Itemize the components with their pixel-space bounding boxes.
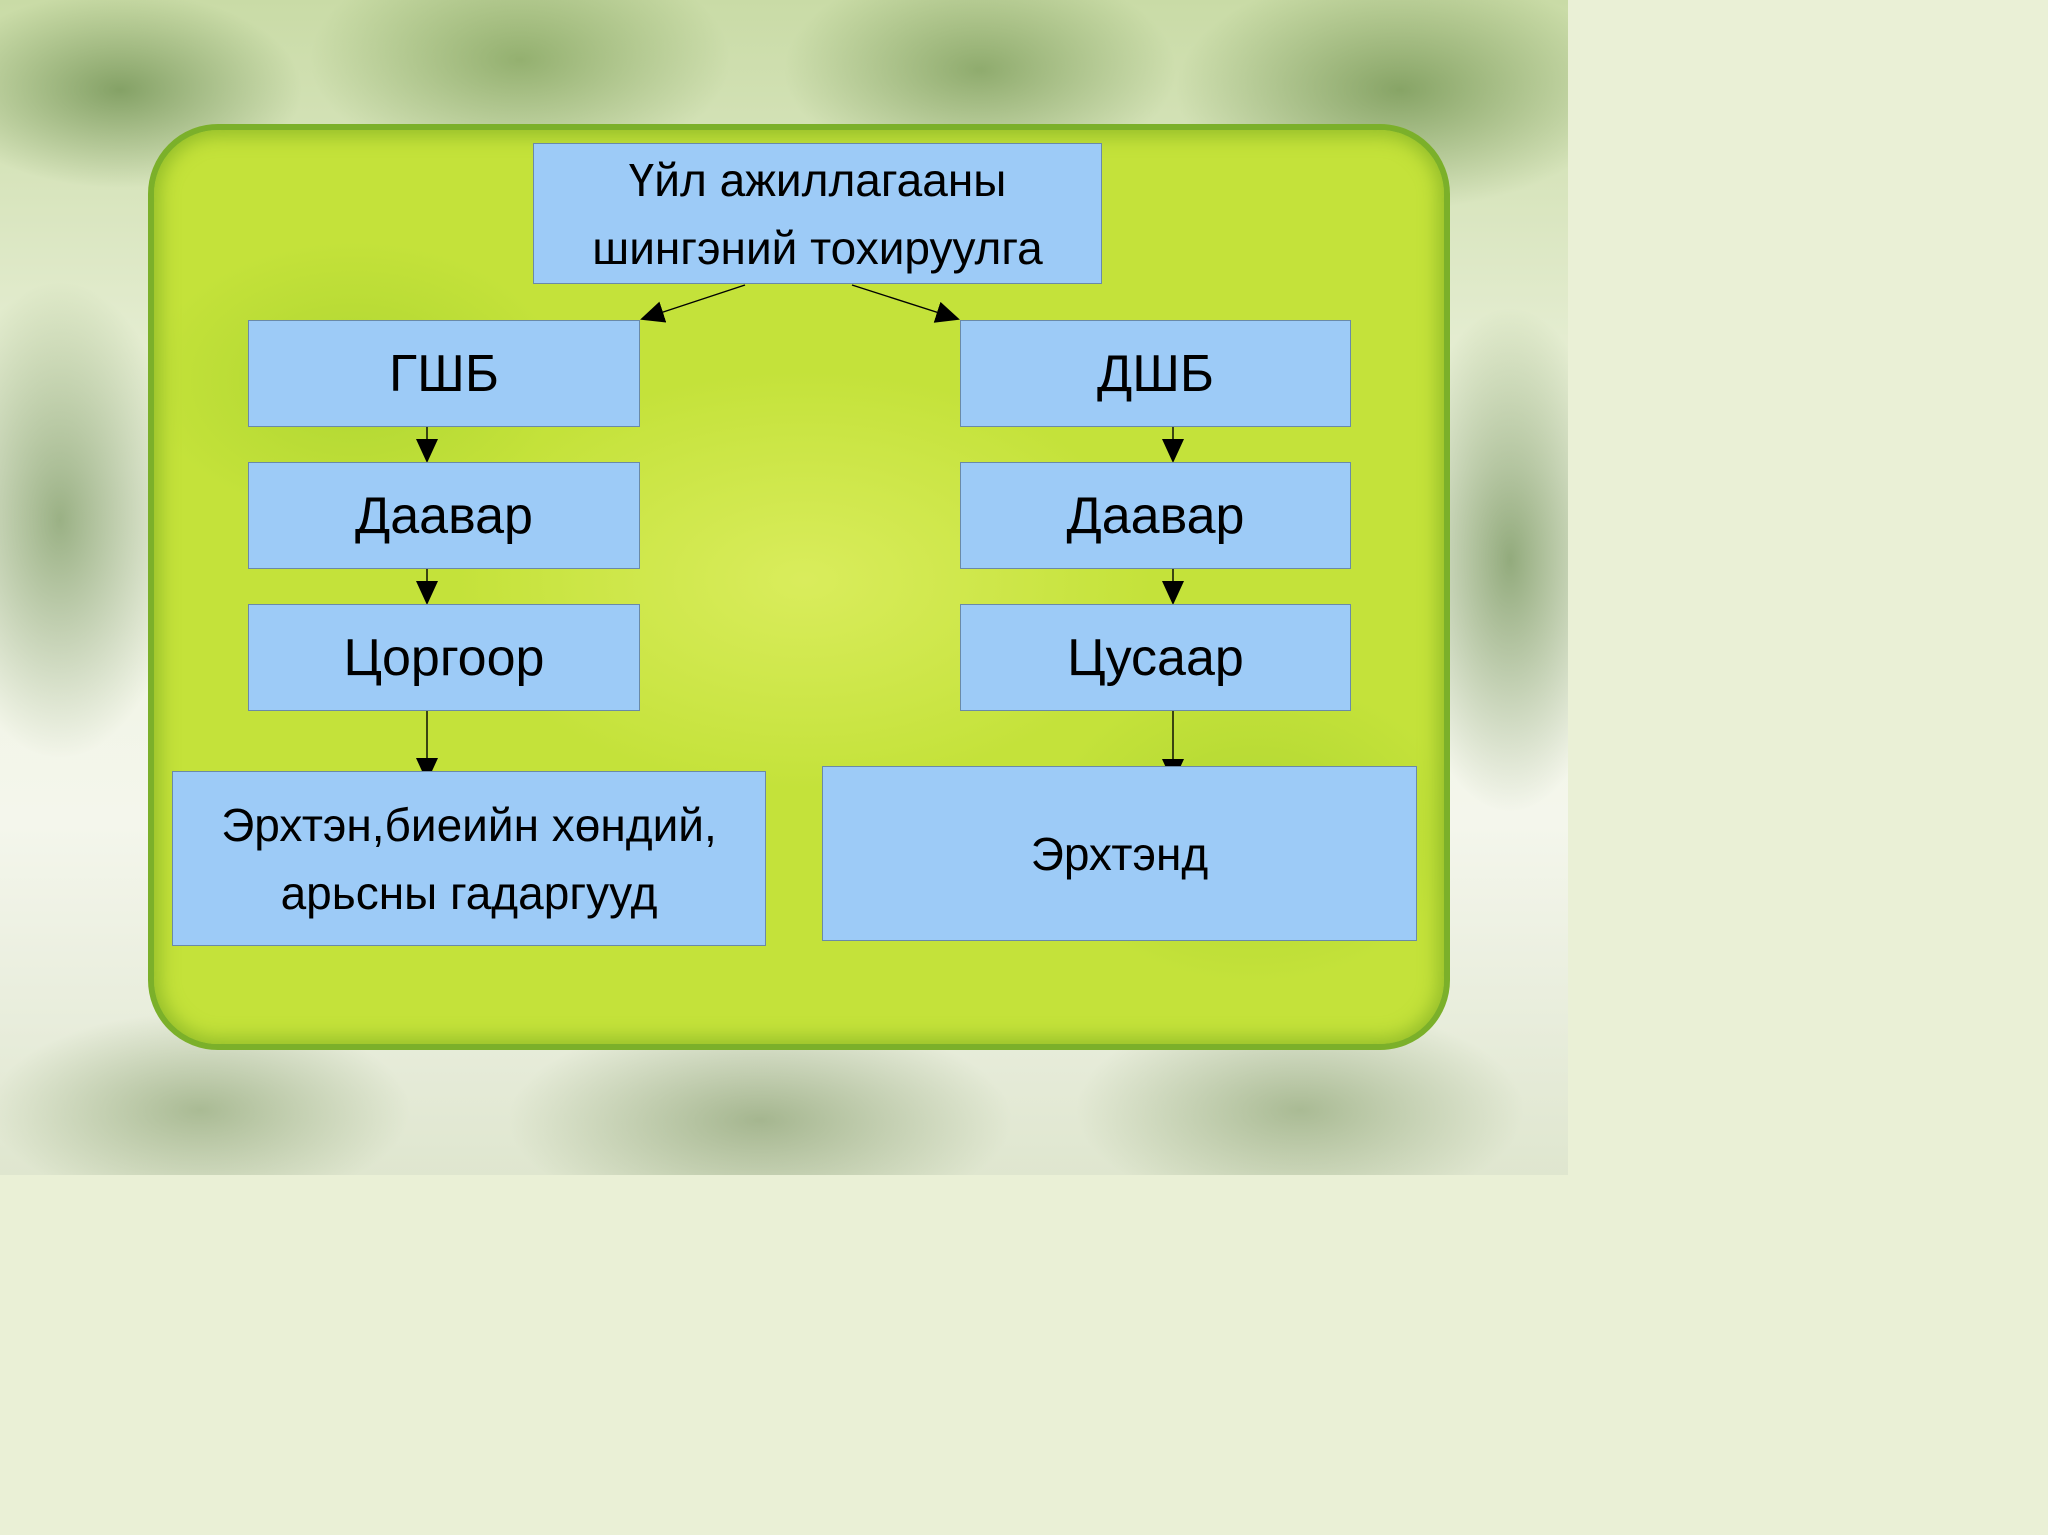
left-target-node: Эрхтэн,биеийн хөндий, арьсны гадаргууд	[172, 771, 766, 946]
right-hormone-node: Даавар	[960, 462, 1351, 569]
right-target-label: Эрхтэнд	[1030, 827, 1209, 880]
left-hormone-node: Даавар	[248, 462, 640, 569]
right-hormone-label: Даавар	[1066, 486, 1245, 545]
right-head-node: ДШБ	[960, 320, 1351, 427]
left-route-node: Цоргоор	[248, 604, 640, 711]
left-head-node: ГШБ	[248, 320, 640, 427]
left-hormone-label: Даавар	[355, 486, 533, 545]
root-node-label: Үйл ажиллагааны шингэний тохируулга	[592, 153, 1043, 274]
right-target-node: Эрхтэнд	[822, 766, 1417, 941]
root-node: Үйл ажиллагааны шингэний тохируулга	[533, 143, 1102, 284]
left-target-label: Эрхтэн,биеийн хөндий, арьсны гадаргууд	[221, 798, 717, 919]
right-route-label: Цусаар	[1067, 628, 1244, 687]
right-route-node: Цусаар	[960, 604, 1351, 711]
right-head-label: ДШБ	[1097, 344, 1214, 403]
left-head-label: ГШБ	[389, 344, 499, 403]
left-route-label: Цоргоор	[343, 628, 545, 687]
